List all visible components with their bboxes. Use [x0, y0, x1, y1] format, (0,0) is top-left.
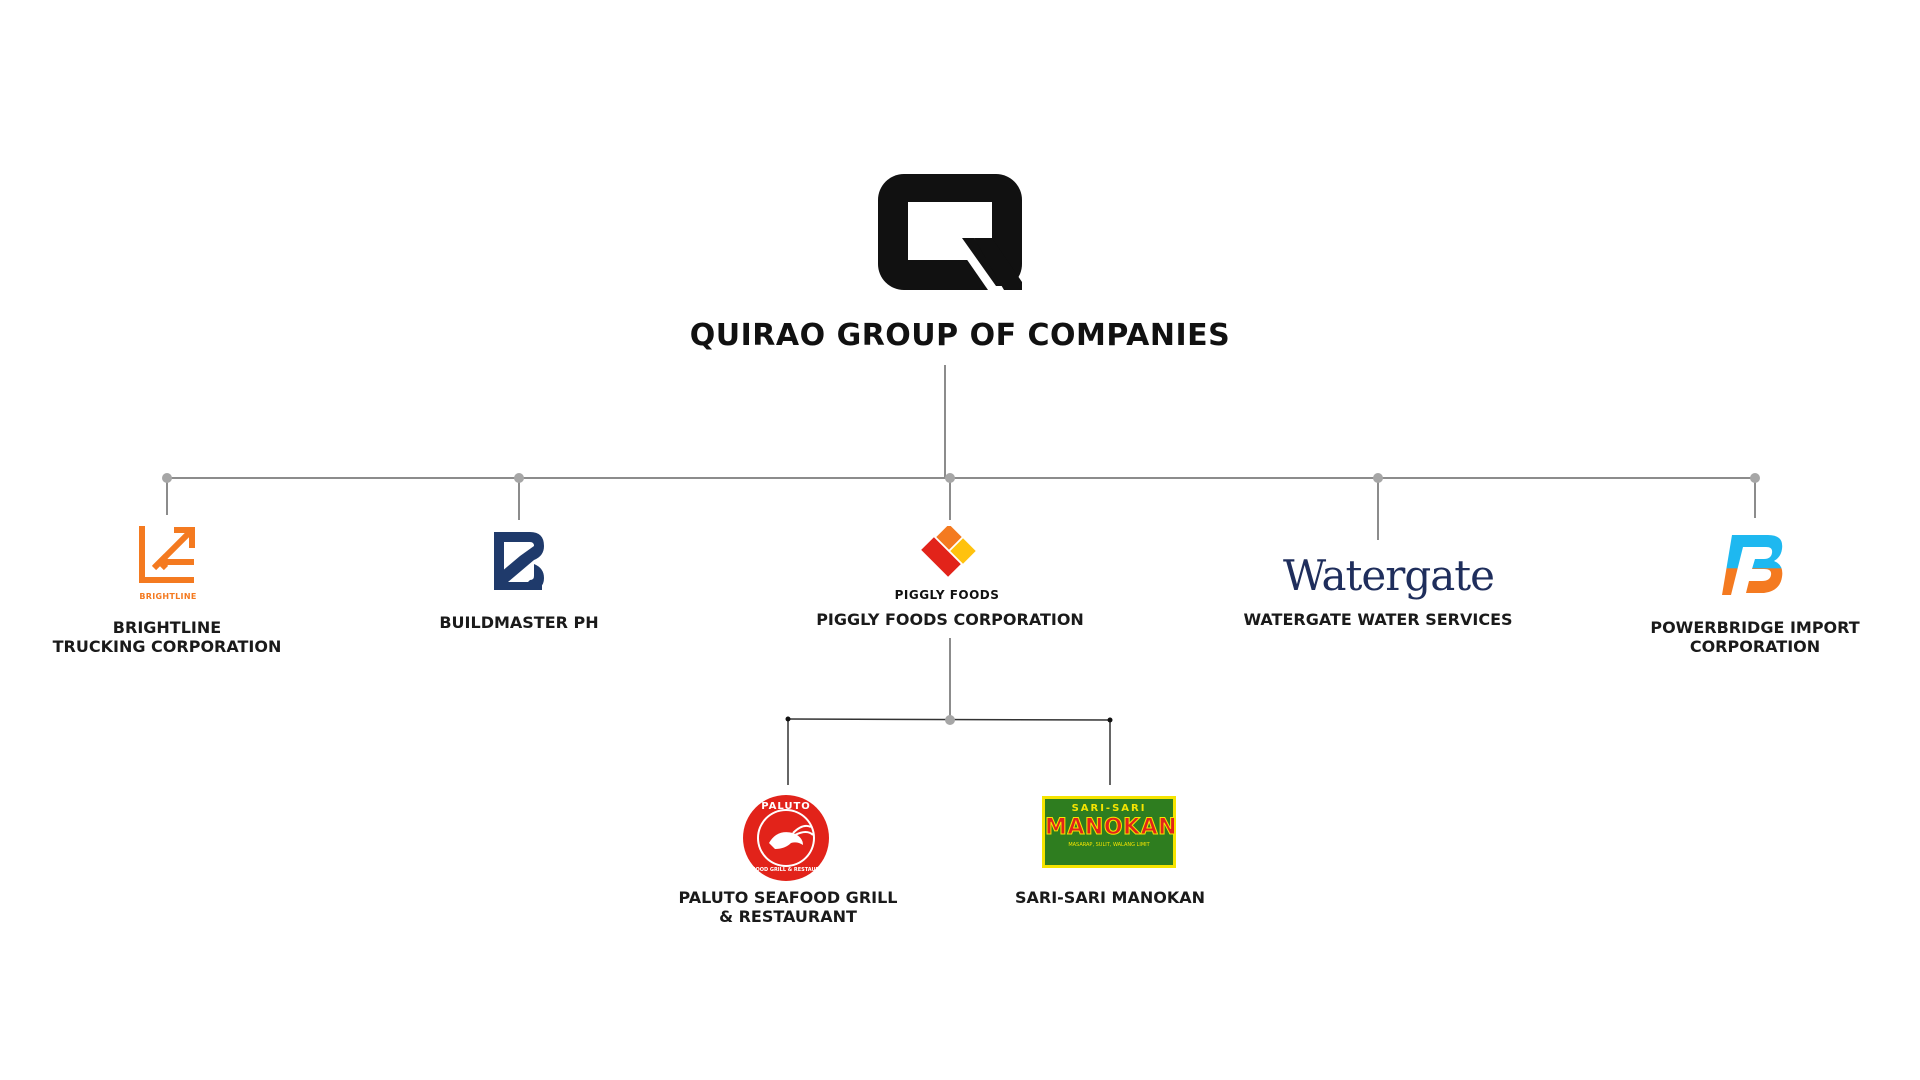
- manokan-logo-toptext: SARI-SARI: [1071, 803, 1147, 814]
- brightline-logo-icon: BRIGHTLINE: [136, 524, 200, 601]
- connector-node-2: [514, 473, 524, 483]
- connector-node-5: [1750, 473, 1760, 483]
- brightline-logo-text: BRIGHTLINE: [139, 592, 197, 601]
- root-company-name: QUIRAO GROUP OF COMPANIES: [689, 318, 1231, 353]
- company-label-buildmaster: BUILDMASTER PH: [439, 613, 599, 632]
- piggly-foods-logo-text: PIGGLY FOODS: [894, 588, 1000, 602]
- company-label-powerbridge: POWERBRIDGE IMPORT CORPORATION: [1650, 618, 1860, 656]
- connector-node-1: [162, 473, 172, 483]
- manokan-logo-subtext: MASARAP, SULIT, WALANG LIMIT: [1068, 842, 1150, 848]
- connector-node-sub: [945, 715, 955, 725]
- buildmaster-logo-icon: [494, 532, 544, 590]
- subsidiary-label-paluto: PALUTO SEAFOOD GRILL & RESTAURANT: [678, 888, 898, 926]
- paluto-logo-subtext: SEAFOOD GRILL & RESTAURANT: [741, 867, 831, 873]
- company-label-piggly-foods: PIGGLY FOODS CORPORATION: [816, 610, 1084, 629]
- company-label-watergate: WATERGATE WATER SERVICES: [1243, 610, 1513, 629]
- sari-sari-manokan-logo-icon: SARI-SARI MANOKAN MASARAP, SULIT, WALANG…: [1042, 796, 1178, 868]
- subsidiary-label-sari-sari-manokan: SARI-SARI MANOKAN: [1014, 888, 1206, 907]
- manokan-logo-text: MANOKAN: [1045, 815, 1178, 841]
- connector-sub-end-1: [785, 716, 791, 722]
- connector-node-3: [945, 473, 955, 483]
- piggly-foods-logo-icon: PIGGLY FOODS: [882, 526, 1012, 602]
- watergate-logo-icon: Watergate: [1283, 551, 1495, 600]
- connector-node-4: [1373, 473, 1383, 483]
- paluto-logo-text: PALUTO: [761, 801, 811, 812]
- company-label-brightline: BRIGHTLINE TRUCKING CORPORATION: [52, 618, 282, 656]
- paluto-logo-icon: PALUTO SEAFOOD GRILL & RESTAURANT: [741, 793, 831, 883]
- q-logo-icon: [878, 174, 1022, 290]
- connector-sub-end-2: [1107, 717, 1113, 723]
- powerbridge-logo-icon: [1722, 535, 1783, 595]
